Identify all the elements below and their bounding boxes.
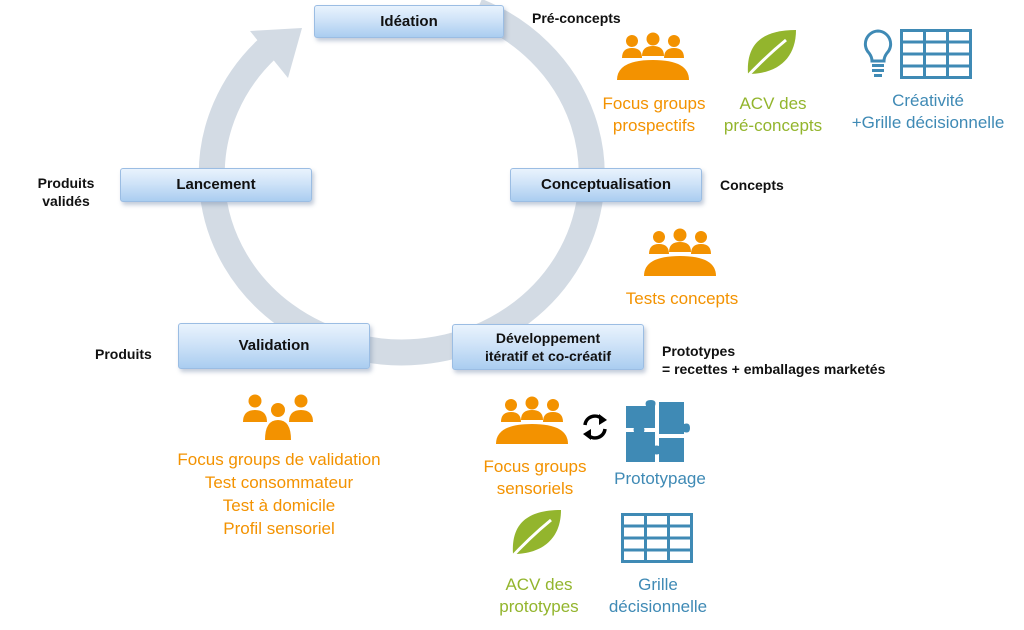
label-focus-prospectifs: Focus groups prospectifs — [602, 94, 706, 135]
label-creativite-grille: Créativité +Grille décisionnelle — [851, 91, 1005, 132]
stage-developpement: Développement itératif et co-créatif — [452, 324, 644, 370]
stage-conceptualisation: Conceptualisation — [510, 168, 702, 202]
stage-ideation: Idéation — [314, 5, 504, 38]
output-produits: Produits — [95, 346, 152, 362]
leaf-icon — [740, 30, 796, 84]
refresh-icon — [583, 414, 607, 440]
grid-icon — [900, 29, 972, 79]
people-group-icon — [496, 396, 568, 444]
grid-icon — [621, 513, 693, 563]
label-grille-decisionnelle: Grille décisionnelle — [608, 575, 708, 616]
people-group-icon — [243, 394, 313, 440]
output-produits-valides: Produits validés — [37, 175, 95, 209]
label-validation-list: Focus groups de validation Test consomma… — [177, 450, 381, 538]
lightbulb-icon — [863, 29, 893, 77]
people-group-icon — [644, 228, 716, 276]
output-concepts: Concepts — [720, 177, 784, 193]
label-focus-sensoriels: Focus groups sensoriels — [483, 457, 587, 498]
output-pre-concepts: Pré-concepts — [532, 10, 621, 26]
label-acv-pre-concepts: ACV des pré-concepts — [723, 94, 823, 135]
label-prototypage: Prototypage — [614, 469, 706, 488]
leaf-icon — [505, 510, 561, 564]
puzzle-icon — [626, 400, 690, 462]
label-tests-concepts: Tests concepts — [625, 289, 739, 308]
label-acv-prototypes: ACV des prototypes — [499, 575, 579, 616]
output-prototypes: Prototypes = recettes + emballages marke… — [662, 343, 886, 377]
stage-validation: Validation — [178, 323, 370, 369]
stage-lancement: Lancement — [120, 168, 312, 202]
people-group-icon — [617, 32, 689, 80]
